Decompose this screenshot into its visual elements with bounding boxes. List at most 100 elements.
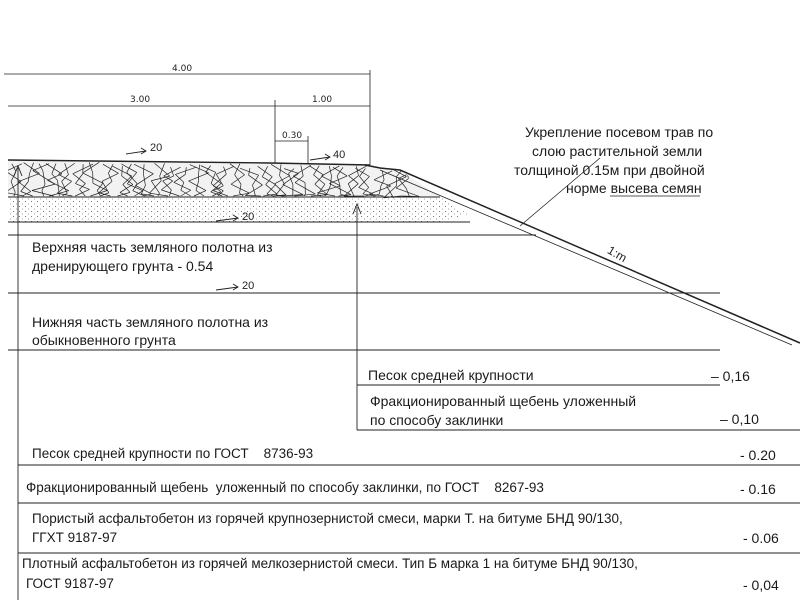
hatch-stroke [205,165,212,173]
hatch-stroke [97,182,104,191]
hatch-stroke [75,189,90,197]
hatch-stroke [198,164,201,173]
hatch-stroke [98,181,113,194]
hatch-stroke [72,163,94,175]
hatch-stroke [32,163,50,171]
vegetation-note-line-1: Укрепление посевом трав по [525,124,714,140]
hatch-stroke [169,189,172,197]
hatch-stroke [234,163,241,175]
road-layer-4-thickness: - 0,04 [743,577,779,593]
slope-drainage: 20 [242,211,255,223]
hatch-stroke [310,194,328,197]
pavement-layers [7,159,470,223]
hatch-stroke [213,185,224,192]
hatch-stroke [359,168,366,177]
road-layer-2-name: Фракционированный щебень уложенный по сп… [26,480,544,495]
upper-subgrade-label-1: Верхняя часть земляного полотна из [32,239,273,255]
hatch-stroke [195,180,199,191]
hatch-stroke [75,173,84,184]
hatch-stroke [57,180,60,191]
hatch-stroke [348,175,359,184]
hatch-stroke [126,163,132,173]
hatch-stroke [58,162,75,175]
hatch-stroke [373,193,380,197]
hatch-stroke [343,183,359,197]
hatch-stroke [163,166,181,177]
hatch-stroke [22,191,31,197]
hatch-stroke [140,185,146,195]
hatch-stroke [79,183,86,190]
hatch-stroke [151,175,170,182]
hatch-stroke [263,193,277,197]
hatch-stroke [122,175,132,185]
hatch-stroke [51,163,57,174]
hatch-stroke [175,166,197,175]
dim-right-label: 1.00 [312,95,333,105]
hatch-stroke [121,166,123,177]
hatch-stroke [127,172,137,184]
hatch-stroke [401,195,420,197]
hatch-stroke [324,192,328,197]
dimension-lines [4,70,371,165]
hatch-stroke [216,166,234,175]
hatch-stroke [348,165,367,176]
hatch-stroke [100,192,109,197]
hatch-stroke [135,173,154,186]
dim-total-label: 4.00 [172,64,193,74]
slope-arrows [125,147,331,291]
hatch-stroke [386,176,407,187]
hatch-stroke [90,190,108,197]
dim-left-label: 3.00 [130,95,151,105]
shoulder-layer-2-name-2: по способу заклинки [370,412,504,428]
hatch-stroke [217,190,224,197]
hatch-stroke [321,165,340,177]
sand-fill-zone [8,197,468,222]
road-layer-4-name-1: Плотный асфальтобетон из горячей мелкозе… [22,556,638,571]
slope-shoulder-top: 40 [333,149,346,161]
slope-subgrade: 20 [242,280,255,292]
hatch-stroke [119,184,134,193]
hatch-stroke [248,168,251,176]
hatch-stroke [329,175,348,184]
hatch-stroke [279,164,282,176]
hatch-stroke [143,164,145,174]
hatch-stroke [261,166,268,177]
hatch-stroke [101,172,119,182]
vegetation-note-line-4: норме высева семян [566,180,702,196]
road-layer-3-thickness: - 0.06 [743,530,779,546]
hatch-stroke [117,192,131,197]
shoulder-layer-2-thickness: – 0,10 [720,411,759,427]
hatch-stroke [57,181,72,194]
hatch-stroke [272,194,287,197]
hatch-stroke [266,184,276,195]
hatch-stroke [294,193,316,197]
hatch-stroke [159,163,165,177]
vegetation-note-line-2: слою растительной земли [532,143,703,159]
hatch-stroke [161,180,173,191]
hatch-stroke [20,181,29,192]
embankment-slope [364,157,800,346]
hatch-stroke [210,172,216,184]
hatch-stroke [265,176,273,185]
hatch-stroke [282,194,303,197]
upper-subgrade-label-2: дренирующего грунта - 0.54 [32,258,214,274]
hatch-stroke [373,170,393,181]
hatch-stroke [13,192,16,197]
hatch-stroke [293,165,312,177]
road-layer-4-name-2: ГОСТ 9187-97 [26,576,114,591]
hatch-stroke [31,183,56,191]
hatch-stroke [180,189,191,197]
subgrade-lines [8,234,720,294]
hatch-stroke [134,190,143,197]
hatch-stroke [61,174,69,182]
hatch-stroke [162,175,174,182]
road-layer-1-name: Песок средней крупности по ГОСТ 8736-93 [32,446,314,461]
hatch-stroke [8,181,22,193]
hatch-stroke [42,170,46,185]
hatch-stroke [252,174,259,186]
hatch-stroke [362,187,369,195]
hatch-stroke [294,175,304,183]
slope-road-top: 20 [150,142,163,154]
hatch-stroke [239,184,242,194]
lower-subgrade-label-1: Нижняя часть земляного полотна из [32,314,269,330]
